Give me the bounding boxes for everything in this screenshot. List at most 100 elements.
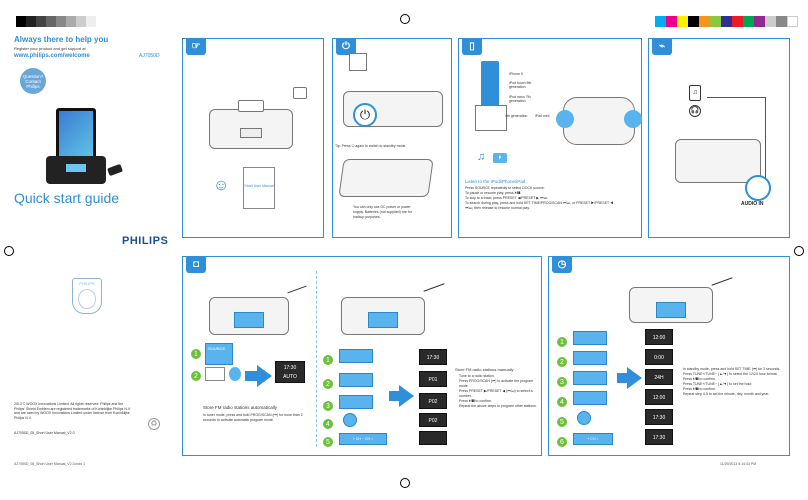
clock-lcd-3: 24H: [645, 369, 673, 385]
model-number: AJ7050D: [139, 53, 160, 59]
manual-step-3: 3: [323, 401, 333, 411]
clock-step-5: 5: [557, 417, 567, 427]
clock-step-4: 4: [557, 397, 567, 407]
radio-device-left: [209, 297, 289, 335]
radio-step-2: 2: [191, 371, 201, 381]
label-ipod-nano: iPod nano 7th generation: [509, 95, 531, 103]
clock-btn-5[interactable]: [577, 411, 591, 425]
manual-btn-4[interactable]: [343, 413, 357, 427]
phone-image: [107, 163, 123, 177]
clock-btn-6-label: + CH ○: [587, 437, 599, 441]
antenna-right: [423, 283, 445, 292]
philips-shield-logo: PHILIPS: [72, 278, 102, 314]
manual-step-4: 4: [323, 419, 333, 429]
register-text: Register your product and get support at: [14, 46, 86, 51]
hand-icon: ☞: [186, 38, 206, 55]
panel-audioin: ⌁ ♫ 🎧 AUDIO IN: [648, 38, 790, 238]
manual-btn-3[interactable]: [339, 395, 373, 409]
radio-arrow-shaft: [245, 371, 259, 381]
label-ipad-4th: 4th generation: [505, 114, 528, 118]
registration-mark-bottom: [400, 478, 410, 488]
legal-text: 2013 © WOOX Innovations Limited. All rig…: [14, 402, 131, 420]
manual-step-text-1: Tune to a radio station.: [459, 374, 495, 378]
audio-cable-vertical: [765, 97, 766, 189]
audio-cable: [707, 97, 765, 98]
dock-speaker-illustration: [209, 100, 293, 149]
clock-lcd-6: 17:30: [645, 429, 673, 445]
clock-antenna: [711, 277, 733, 286]
clock-lcd-5-text: 17:30: [652, 415, 666, 421]
lcd-auto-line1: 17:30: [283, 365, 297, 371]
manual-steps: Tune to a radio station. Press PROG/SCAN…: [459, 374, 537, 409]
ipod-step-1: Press SOURCE repeatedly to select DOCK s…: [465, 186, 545, 190]
manual-btn-1[interactable]: [339, 349, 373, 363]
clock-btn-3[interactable]: [573, 371, 607, 385]
reading-person-icon: ☺: [213, 177, 230, 194]
recycle-icon: ♻: [148, 418, 160, 430]
manual-btn-2[interactable]: [339, 373, 373, 387]
manual-lcd-2: P01: [419, 371, 447, 387]
bubble-line-1: Question?: [22, 74, 44, 79]
manual-step-1: 1: [323, 355, 333, 365]
manual-btn-5[interactable]: + CH − CH ○: [339, 433, 387, 445]
clock-step-text-2: Press TUNE+/TUNE− (▲/▼) to select the 12…: [683, 372, 778, 376]
registration-mark-left: [4, 246, 14, 256]
manual-step-text-4: Press ⏵/❚❚ to confirm.: [459, 399, 492, 403]
cable-icon: ⌁: [652, 38, 672, 55]
panel-ipod: ▯ iPhone 5 iPod touch 5th generation iPo…: [458, 38, 642, 238]
radio-icon: ◘: [186, 256, 206, 273]
bubble-line-3: Philips: [26, 84, 40, 89]
manual-step-text-3: Press PRESET ▶/PRESET ◀ (⏮/⏭) to select …: [459, 389, 533, 398]
power-button-highlight[interactable]: ⏻: [353, 103, 377, 127]
clock-step-text-5: Press ⏵/❚❚ to confirm.: [683, 387, 716, 391]
ipod-step-2: To pause or resume play, press ⏵/❚❚.: [465, 191, 522, 195]
ipod-step-3: To skip to a track, press PRESET ◀/PRESE…: [465, 196, 549, 200]
radio-step-1: 1: [191, 349, 201, 359]
headline: Always there to help you: [14, 35, 109, 44]
cover-column: Always there to help you Register your p…: [14, 30, 174, 460]
clock-btn-4[interactable]: [573, 391, 607, 405]
prog-scan-button[interactable]: [205, 367, 225, 381]
clock-icon: ◷: [552, 256, 572, 273]
panel-power: ⏻ ⏻ Tip: Press ⏻ again to switch to stan…: [332, 38, 452, 238]
source-label: SOURCE: [208, 346, 226, 351]
manual-lcd-1: 17:30: [419, 349, 447, 365]
manual-arrow-shaft: [389, 391, 401, 401]
registration-mark-right: [794, 246, 804, 256]
clock-arrow-right: [627, 367, 642, 389]
manual-step-text-5: Repeat the above steps to program other …: [459, 404, 537, 408]
question-bubble[interactable]: Question? Contact Philips: [20, 68, 46, 94]
music-note-icon: ♫: [477, 151, 486, 163]
clock-step-text-1: In standby mode, press and hold SET TIME…: [683, 367, 781, 371]
manual-booklet: Short User Manual: [243, 167, 275, 209]
ipod-step-4: To search during play, press and hold SE…: [465, 201, 614, 210]
document-id: AJ7050D_05_Short User Manual_V2.0: [14, 431, 75, 435]
clock-lcd-1: 12:00: [645, 329, 673, 345]
dock-connector-base: [475, 105, 507, 131]
headphone-icon: 🎧: [689, 105, 701, 117]
clock-lcd-6-text: 17:30: [652, 435, 666, 441]
radio-arrow-right: [257, 365, 272, 387]
adapter-note: You can only use DC power or power suppl…: [353, 205, 412, 219]
registration-mark-top: [400, 14, 410, 24]
source-button[interactable]: SOURCE: [205, 343, 233, 365]
manual-lcd-4-text: P02: [428, 418, 438, 424]
clock-step-6: 6: [557, 437, 567, 447]
manual-arrow-right: [399, 385, 414, 407]
clock-btn-2[interactable]: [573, 351, 607, 365]
product-photo: [38, 108, 148, 208]
support-url[interactable]: www.philips.com/welcome: [14, 53, 90, 59]
manual-step-5: 5: [323, 437, 333, 447]
clock-btn-6[interactable]: + CH ○: [573, 433, 613, 445]
manual-lcd-4: P02: [419, 413, 447, 427]
speaker-front-illustration: [556, 97, 642, 145]
audio-in-port[interactable]: [745, 175, 771, 201]
clock-btn-1[interactable]: [573, 331, 607, 345]
iphone-on-dock: [481, 61, 499, 107]
clock-step-2: 2: [557, 357, 567, 367]
power-icon: ⏻: [336, 38, 356, 55]
manual-lcd-5: [419, 431, 447, 445]
clock-step-3: 3: [557, 377, 567, 387]
radio-divider: [316, 271, 317, 447]
grey-calibration-bar: [16, 16, 96, 27]
